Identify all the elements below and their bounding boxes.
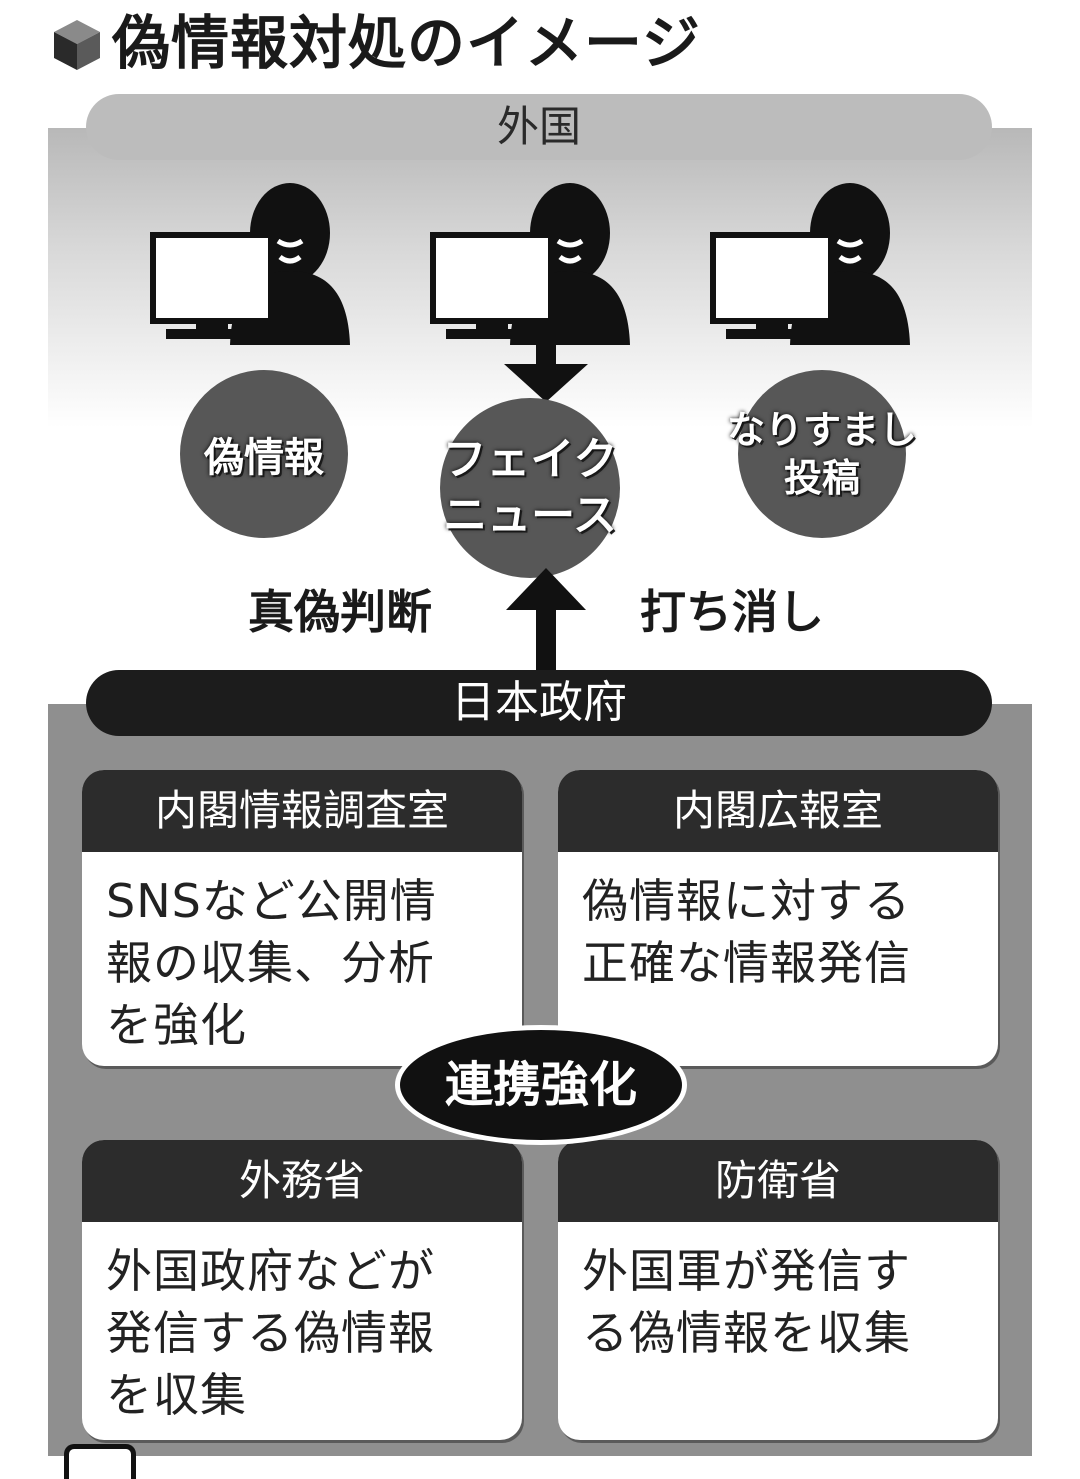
card-text-line: を収集 [106, 1368, 247, 1422]
card-text-line: 外国軍が発信す [582, 1244, 911, 1298]
circle-label-line: フェイク [442, 434, 618, 485]
foreign-ministry-card: 外務省 外国政府などが 発信する偽情報 を収集 [82, 1140, 522, 1440]
circle-label-line: ニュース [443, 490, 617, 541]
cooperation-ellipse: 連携強化 [400, 1030, 682, 1140]
hacker-at-computer-icon [430, 183, 630, 345]
disinformation-circle: 偽情報 [180, 370, 348, 538]
foreign-label: 外国 [86, 94, 992, 160]
fake-news-circle: フェイク ニュース [440, 398, 620, 578]
cabinet-intelligence-card: 内閣情報調査室 SNSなど公開情 報の収集、分析 を強化 [82, 770, 522, 1066]
card-text-line: 外国政府などが [106, 1244, 435, 1298]
cabinet-public-relations-card: 内閣広報室 偽情報に対する 正確な情報発信 [558, 770, 998, 1066]
circle-label-line: 投稿 [783, 456, 860, 500]
defense-ministry-card: 防衛省 外国軍が発信す る偽情報を収集 [558, 1140, 998, 1440]
card-header: 内閣情報調査室 [82, 770, 522, 852]
diagram-title: 偽情報対処のイメージ [112, 9, 701, 77]
arrow-up-icon [506, 568, 586, 678]
card-body: 偽情報に対する 正確な情報発信 [558, 852, 998, 994]
government-label: 日本政府 [86, 670, 992, 736]
card-body: SNSなど公開情 報の収集、分析 を強化 [82, 852, 522, 1056]
hacker-at-computer-icon [150, 183, 350, 345]
card-text-line: 正確な情報発信 [582, 936, 911, 990]
card-text-line: 偽情報に対する [582, 874, 911, 928]
corner-tab-mark [64, 1444, 136, 1479]
card-body: 外国軍が発信す る偽情報を収集 [558, 1222, 998, 1364]
card-text-line: を強化 [106, 998, 247, 1052]
hacker-at-computer-icon [710, 183, 910, 345]
rebuttal-label: 打ち消し [640, 585, 824, 639]
card-text-line: SNSなど公開情 [106, 874, 437, 928]
cube-icon [54, 20, 100, 70]
card-body: 外国政府などが 発信する偽情報 を収集 [82, 1222, 522, 1426]
card-header: 外務省 [82, 1140, 522, 1222]
circle-label-line: なりすまし [726, 408, 917, 452]
circle-label: 偽情報 [204, 435, 324, 481]
card-text-line: 報の収集、分析 [106, 936, 435, 990]
card-text-line: 発信する偽情報 [106, 1306, 435, 1360]
card-text-line: る偽情報を収集 [582, 1306, 911, 1360]
verification-label: 真偽判断 [248, 585, 432, 639]
impersonation-post-circle: なりすまし 投稿 [727, 370, 917, 538]
card-header: 内閣広報室 [558, 770, 998, 852]
arrow-down-icon [504, 340, 588, 402]
card-header: 防衛省 [558, 1140, 998, 1222]
